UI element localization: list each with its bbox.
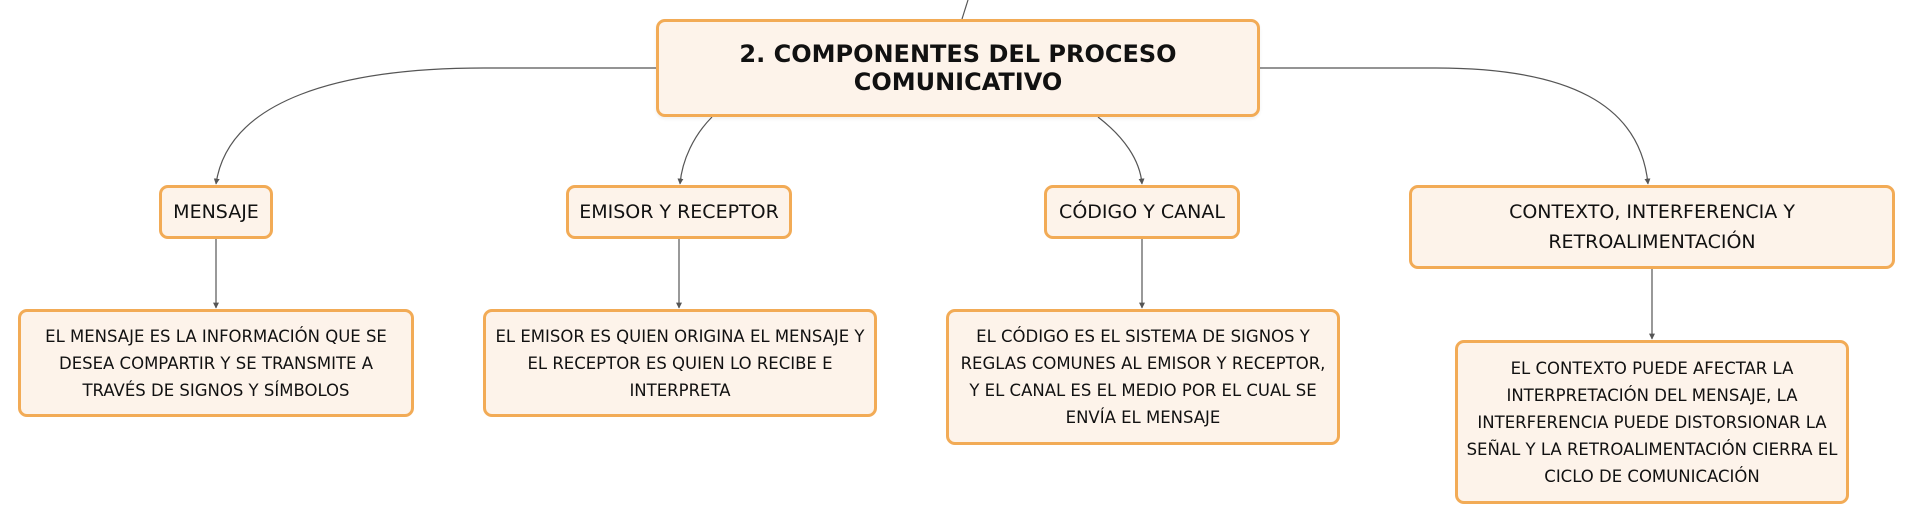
connector-parent-root xyxy=(961,0,969,20)
topic-mensaje-label: MENSAJE xyxy=(173,201,259,223)
connector-root-emisor xyxy=(677,116,713,185)
detail-contexto-interferencia[interactable]: EL CONTEXTO PUEDE AFECTAR LA INTERPRETAC… xyxy=(1455,340,1849,504)
detail-emisor-receptor[interactable]: EL EMISOR ES QUIEN ORIGINA EL MENSAJE Y … xyxy=(483,309,877,417)
detail-contexto-interferencia-text: EL CONTEXTO PUEDE AFECTAR LA INTERPRETAC… xyxy=(1466,358,1838,486)
topic-codigo-canal-label: CÓDIGO Y CANAL xyxy=(1059,201,1225,223)
topic-emisor-receptor[interactable]: EMISOR Y RECEPTOR xyxy=(566,185,792,239)
topic-contexto-interferencia[interactable]: CONTEXTO, INTERFERENCIA Y RETROALIMENTAC… xyxy=(1409,185,1895,269)
root-topic[interactable]: 2. COMPONENTES DEL PROCESO COMUNICATIVO xyxy=(656,19,1260,117)
connector-root-contexto xyxy=(1260,67,1651,185)
detail-codigo-canal-text: EL CÓDIGO ES EL SISTEMA DE SIGNOS Y REGL… xyxy=(960,327,1326,427)
topic-mensaje[interactable]: MENSAJE xyxy=(159,185,273,239)
topic-emisor-receptor-label: EMISOR Y RECEPTOR xyxy=(579,201,779,223)
detail-mensaje[interactable]: EL MENSAJE ES LA INFORMACIÓN QUE SE DESE… xyxy=(18,309,414,417)
detail-codigo-canal[interactable]: EL CÓDIGO ES EL SISTEMA DE SIGNOS Y REGL… xyxy=(946,309,1340,445)
detail-emisor-receptor-text: EL EMISOR ES QUIEN ORIGINA EL MENSAJE Y … xyxy=(495,326,865,400)
topic-contexto-interferencia-label: CONTEXTO, INTERFERENCIA Y RETROALIMENTAC… xyxy=(1509,201,1795,253)
root-topic-label: 2. COMPONENTES DEL PROCESO COMUNICATIVO xyxy=(739,40,1177,96)
detail-mensaje-text: EL MENSAJE ES LA INFORMACIÓN QUE SE DESE… xyxy=(45,326,387,400)
connector-root-mensaje xyxy=(213,67,656,185)
connector-root-codigo xyxy=(1097,116,1145,185)
topic-codigo-canal[interactable]: CÓDIGO Y CANAL xyxy=(1044,185,1240,239)
